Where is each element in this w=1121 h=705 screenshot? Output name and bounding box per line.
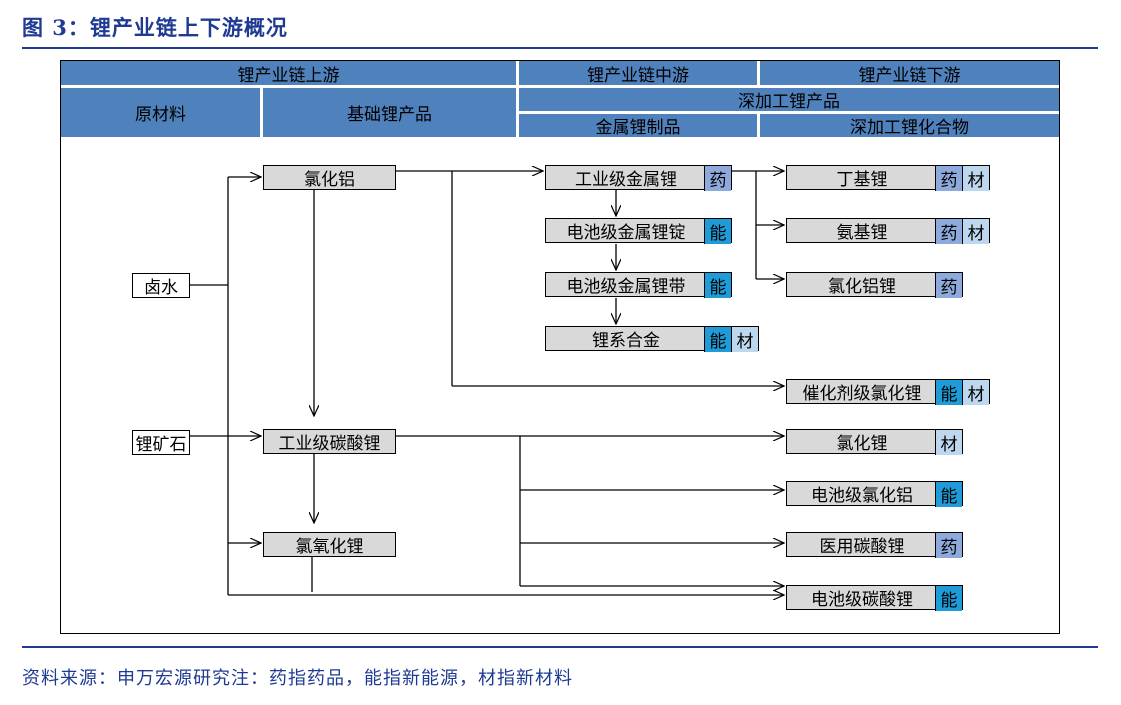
header-raw-materials: 原材料 bbox=[61, 88, 260, 137]
title-rule bbox=[22, 47, 1098, 49]
tag-energy: 能 bbox=[935, 482, 962, 507]
header-downstream: 锂产业链下游 bbox=[760, 61, 1059, 86]
compound-battery-licl-label: 电池级氯化铝 bbox=[811, 486, 913, 506]
compound-amino-label: 氨基锂 bbox=[836, 223, 888, 243]
basic-li2co3-box: 工业级碳酸锂 bbox=[263, 429, 396, 454]
header-deep-processing: 深加工锂产品 bbox=[519, 88, 1059, 112]
figure-title: 图 3：锂产业链上下游概况 bbox=[22, 15, 288, 40]
compound-amino-box: 氨基锂 药 材 bbox=[786, 218, 990, 244]
basic-lioh-box: 氯氧化锂 bbox=[263, 532, 396, 557]
metal-ingot-box: 电池级金属锂锭 能 bbox=[545, 218, 732, 244]
brine-box: 卤水 bbox=[132, 273, 190, 298]
compound-catalyst-box: 催化剂级氯化锂 能 材 bbox=[786, 379, 990, 405]
metal-industrial-box: 工业级金属锂 药 bbox=[545, 165, 732, 191]
tag-energy: 能 bbox=[704, 273, 731, 298]
footer-rule bbox=[22, 646, 1098, 648]
compound-butyl-box: 丁基锂 药 材 bbox=[786, 165, 990, 191]
tag-energy: 能 bbox=[704, 327, 731, 352]
compound-medical-box: 医用碳酸锂 药 bbox=[786, 532, 963, 558]
header-metal-products: 金属锂制品 bbox=[519, 114, 757, 138]
compound-battery-li2co3-label: 电池级碳酸锂 bbox=[811, 590, 913, 610]
tag-energy: 能 bbox=[704, 219, 731, 244]
compound-catalyst-label: 催化剂级氯化锂 bbox=[802, 384, 922, 404]
tag-material: 材 bbox=[962, 219, 989, 244]
metal-alloy-box: 锂系合金 能 材 bbox=[545, 326, 759, 352]
metal-strip-label: 电池级金属锂带 bbox=[566, 277, 686, 297]
compound-lialcl-box: 氯化铝锂 药 bbox=[786, 272, 963, 298]
metal-strip-box: 电池级金属锂带 能 bbox=[545, 272, 732, 298]
compound-battery-licl-box: 电池级氯化铝 能 bbox=[786, 481, 963, 507]
header-midstream: 锂产业链中游 bbox=[519, 61, 757, 86]
compound-lialcl-label: 氯化铝锂 bbox=[828, 277, 896, 297]
compound-lif-box: 氯化锂 材 bbox=[786, 429, 963, 455]
ore-box: 锂矿石 bbox=[132, 430, 190, 455]
header-upstream: 锂产业链上游 bbox=[61, 61, 516, 86]
metal-ingot-label: 电池级金属锂锭 bbox=[566, 223, 686, 243]
compound-butyl-label: 丁基锂 bbox=[836, 170, 888, 190]
diagram-frame bbox=[60, 60, 1060, 634]
tag-medicine: 药 bbox=[704, 166, 731, 191]
compound-battery-li2co3-box: 电池级碳酸锂 能 bbox=[786, 585, 963, 611]
source-note: 资料来源：申万宏源研究注：药指药品，能指新能源，材指新材料 bbox=[22, 668, 573, 689]
metal-alloy-label: 锂系合金 bbox=[592, 331, 660, 351]
tag-medicine: 药 bbox=[935, 166, 962, 191]
compound-medical-label: 医用碳酸锂 bbox=[819, 537, 905, 557]
header-basic-products: 基础锂产品 bbox=[263, 88, 516, 137]
header-deep-compounds: 深加工锂化合物 bbox=[760, 114, 1059, 138]
tag-energy: 能 bbox=[935, 380, 962, 405]
tag-medicine: 药 bbox=[935, 533, 962, 558]
tag-medicine: 药 bbox=[935, 273, 962, 298]
compound-lif-label: 氯化锂 bbox=[836, 434, 888, 454]
tag-material: 材 bbox=[935, 430, 962, 455]
tag-medicine: 药 bbox=[935, 219, 962, 244]
tag-material: 材 bbox=[962, 380, 989, 405]
basic-licl-box: 氯化铝 bbox=[263, 165, 396, 190]
tag-energy: 能 bbox=[935, 586, 962, 611]
tag-material: 材 bbox=[731, 327, 758, 352]
metal-industrial-label: 工业级金属锂 bbox=[575, 170, 677, 190]
tag-material: 材 bbox=[962, 166, 989, 191]
